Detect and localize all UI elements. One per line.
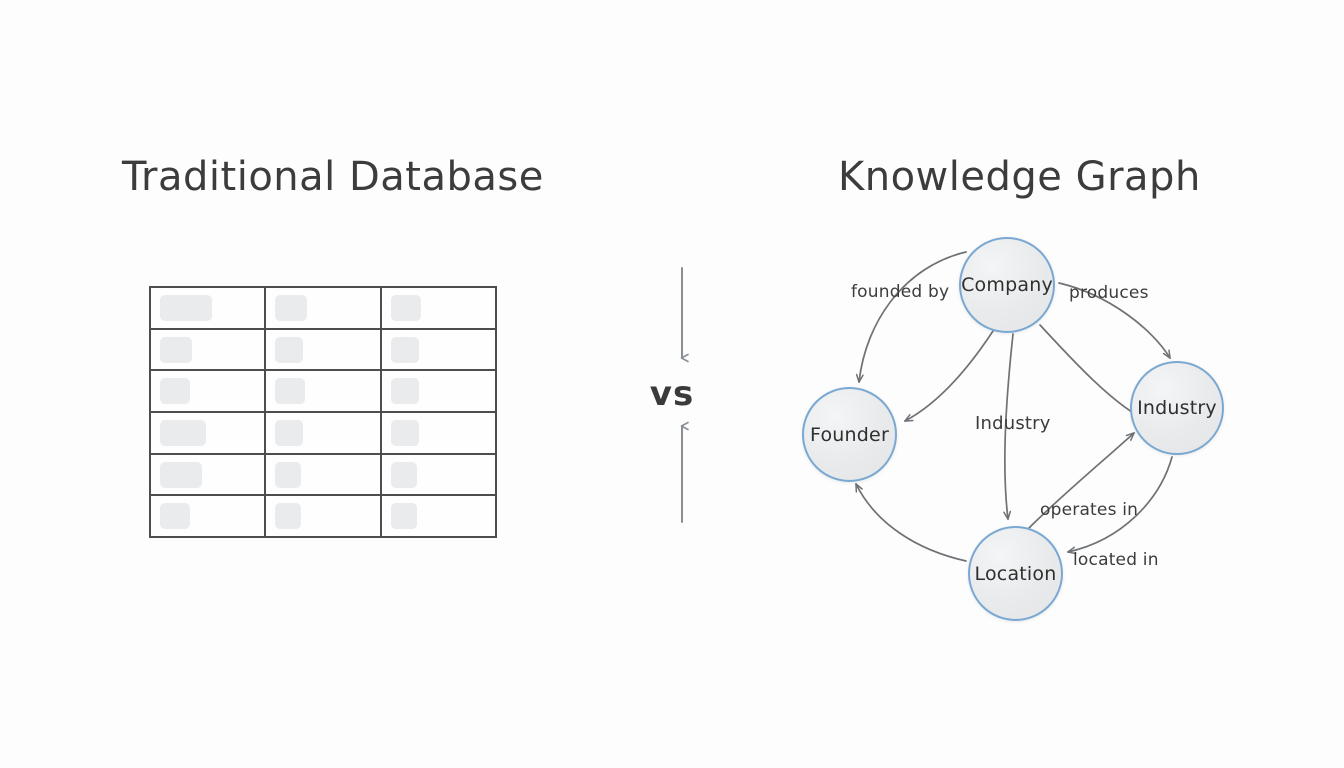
table-cell [151,454,267,495]
table-cell [151,288,267,328]
table-cell [266,454,382,495]
table-cell [266,329,382,370]
table-row [151,413,495,455]
table-cell [151,371,267,412]
table-row [151,454,495,497]
knowledge-graph-title: Knowledge Graph [838,154,1201,200]
table-cell-placeholder [275,503,302,530]
traditional-database-title: Traditional Database [122,154,544,200]
vs-label: vs [649,374,695,414]
table-cell-placeholder [160,503,190,530]
edge-label-operates-in: operates in [1040,500,1139,520]
database-table [149,286,497,538]
table-cell [382,413,495,453]
table-cell-placeholder [390,336,419,363]
node-label-industry: Industry [1137,397,1217,419]
table-cell-placeholder [160,419,206,446]
table-cell-placeholder [160,336,192,363]
table-cell [266,288,382,328]
table-cell-placeholder [390,461,417,488]
comparator-group [612,250,752,540]
graph-node-company[interactable]: Company [959,237,1055,333]
table-cell [382,330,495,370]
table-cell-placeholder [275,336,304,363]
table-cell [266,371,382,412]
comparator-arrows [680,267,689,523]
node-label-company: Company [961,274,1053,296]
edge-label-located-in: located in [1073,550,1159,570]
table-cell [382,496,495,536]
table-cell-placeholder [275,461,302,488]
graph-node-location[interactable]: Location [968,526,1063,621]
table-cell-placeholder [160,378,190,405]
table-row [151,496,495,537]
edge-label-founded-by: founded by [851,282,950,302]
table-cell-placeholder [275,419,304,446]
table-row [151,288,495,330]
table-cell [266,413,382,453]
table-cell-placeholder [390,378,419,405]
table-cell [382,371,495,411]
edge-label-produces: produces [1069,283,1149,303]
edge-founded-by [855,251,967,383]
graph-node-founder[interactable]: Founder [802,387,897,482]
table-cell-placeholder [390,294,421,321]
table-cell [266,496,382,537]
graph-node-industry[interactable]: Industry [1130,361,1224,455]
node-label-founder: Founder [810,423,889,446]
table-cell-placeholder [275,294,308,321]
table-cell [151,329,267,370]
edge-location-founder [855,483,967,562]
table-cell-placeholder [160,461,202,488]
table-cell-placeholder [160,294,212,321]
table-cell [382,288,495,328]
table-cell-placeholder [390,503,417,530]
table-cell [382,455,495,495]
node-label-location: Location [974,562,1057,585]
edge-label-industry: Industry [975,413,1051,434]
table-row [151,329,495,372]
table-cell [151,413,267,453]
table-cell-placeholder [275,378,306,405]
table-cell [151,496,267,537]
table-row [151,371,495,414]
table-cell-placeholder [390,419,419,446]
